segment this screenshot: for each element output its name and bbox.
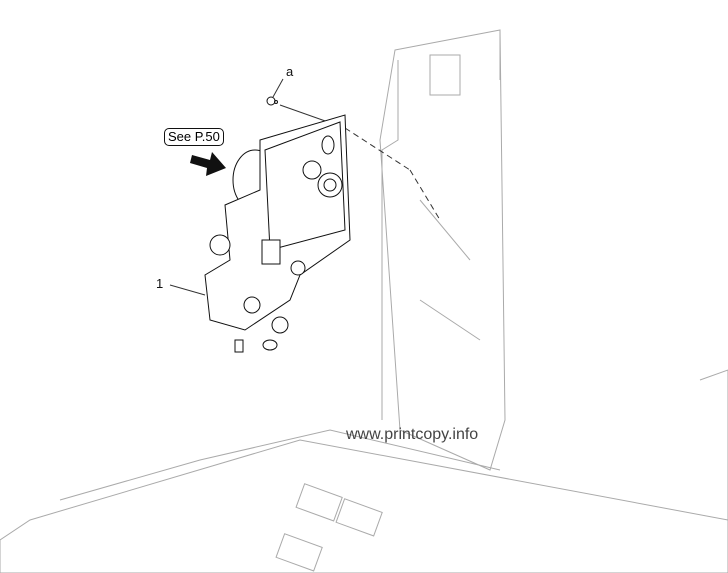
- callout-a: a: [286, 64, 294, 79]
- screw-a: [266, 96, 278, 106]
- direction-arrow-icon: [190, 152, 226, 176]
- watermark: www.printcopy.info: [346, 426, 479, 443]
- callout-1: 1: [156, 276, 164, 291]
- see-page-reference: See P.50: [164, 128, 224, 146]
- main-frame: [0, 29, 728, 573]
- drive-unit-assembly: [204, 114, 351, 353]
